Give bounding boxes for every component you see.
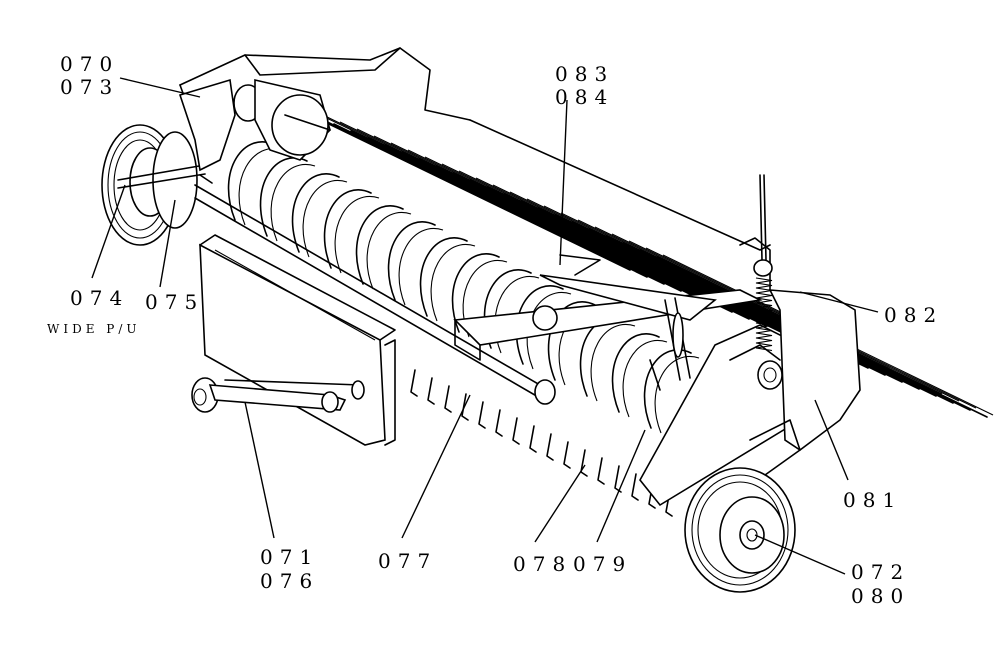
part-label-079: 079	[573, 552, 633, 576]
part-label-078: 078	[513, 552, 573, 576]
part-label-076: 076	[260, 569, 320, 593]
left-side-shield	[178, 78, 331, 172]
part-label-072: 072	[851, 560, 911, 584]
hitch-tongue	[191, 377, 365, 413]
tine-reel	[227, 141, 700, 434]
part-label-084: 084	[555, 85, 615, 109]
part-label-080: 080	[851, 584, 911, 608]
center-rail	[453, 254, 763, 391]
part-label-074: 074	[70, 286, 130, 310]
part-label-082: 082	[884, 303, 944, 327]
part-label-075: 075	[145, 290, 205, 314]
part-label-070: 070	[60, 52, 120, 76]
right-gauge-wheel	[684, 467, 796, 593]
part-label-083: 083	[555, 62, 615, 86]
right-drive-housing	[639, 289, 861, 507]
left-gauge-wheel	[101, 124, 206, 246]
part-label-077: 077	[378, 549, 438, 573]
stripper-bands	[299, 107, 994, 418]
part-label-071: 071	[260, 545, 320, 569]
leader-lines	[91, 77, 879, 575]
front-tube	[194, 174, 556, 405]
left-housing-panel	[199, 234, 396, 446]
spring-and-rod	[753, 174, 773, 352]
wide-pickup-note: WIDE P/U	[47, 322, 141, 336]
part-label-073: 073	[60, 75, 120, 99]
part-label-081: 081	[843, 488, 903, 512]
